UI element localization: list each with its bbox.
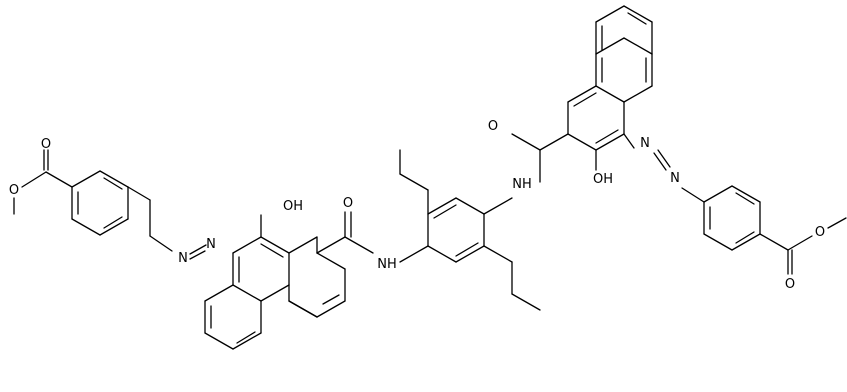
atom-label-nh-amide-right: NH xyxy=(512,177,532,192)
atom-label-o-amide-left: O xyxy=(343,196,353,211)
right-amide-group xyxy=(511,101,569,183)
right-methyl-ester-group xyxy=(787,217,847,275)
right-benzoate-ring xyxy=(703,185,789,251)
atom-label-hydroxy-left: OH xyxy=(283,199,303,214)
left-azo-linkage xyxy=(149,199,207,260)
central-diethylbenzene-ring xyxy=(399,149,541,311)
atom-label-n-azo-right-a: N xyxy=(640,136,650,151)
right-azo-linkage xyxy=(653,149,705,203)
atom-label-o-methoxy-left: O xyxy=(9,183,19,198)
atom-label-nh-amide-left: NH xyxy=(377,257,397,272)
atom-label-o-top-left: O xyxy=(41,137,51,152)
right-naphthol-ring xyxy=(567,5,653,171)
atom-label-o-amide-right: O xyxy=(488,119,498,134)
atom-label-n-azo-right-b: N xyxy=(670,171,680,186)
atom-label-hydroxy-right: OH xyxy=(593,172,613,187)
atom-label-n-azo-left-b: N xyxy=(206,237,216,252)
left-benzoate-ring xyxy=(71,170,151,236)
left-naphthol-ring xyxy=(204,214,346,350)
atom-label-o-bottom-right: O xyxy=(785,277,795,292)
atom-label-o-methoxy-right: O xyxy=(815,225,825,240)
left-methyl-ester-group xyxy=(13,149,73,215)
left-amide-group xyxy=(316,211,374,254)
atom-label-n-azo-left-a: N xyxy=(178,251,188,266)
